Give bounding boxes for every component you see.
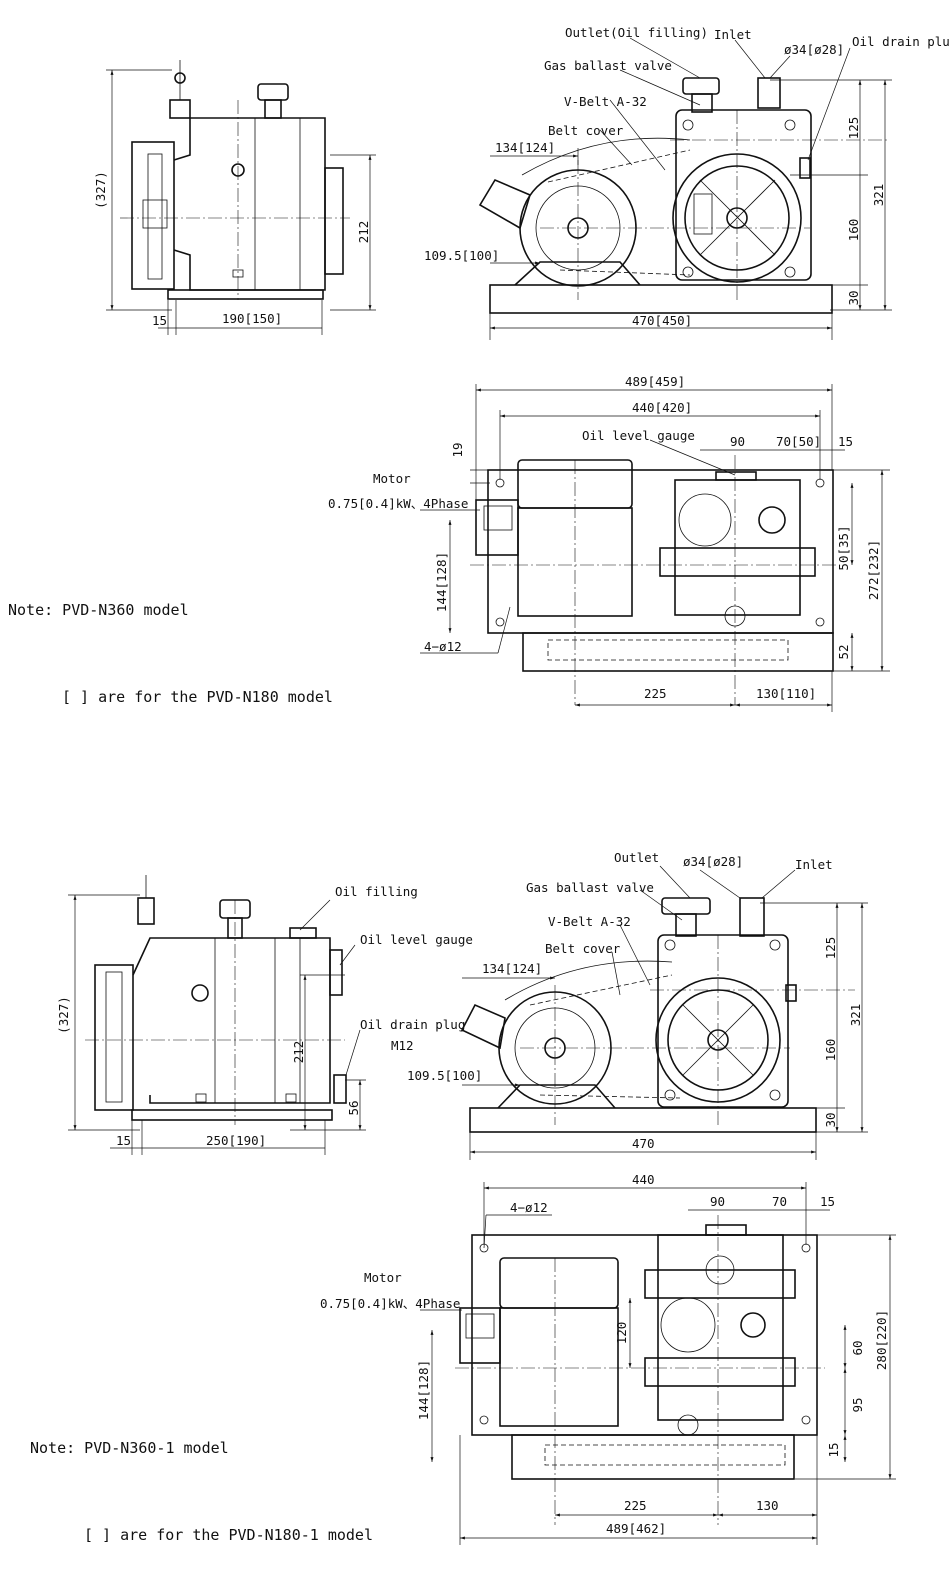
label-phi34: ø34[ø28] xyxy=(683,854,743,869)
top-front-view: Outlet(Oil filling) Inlet ø34[ø28] Oil d… xyxy=(424,25,950,340)
dim-440: 440 xyxy=(632,1172,655,1187)
dim-30: 30 xyxy=(823,1112,838,1127)
dim-440: 440[420] xyxy=(632,400,692,415)
label-oil-level-gauge: Oil level gauge xyxy=(582,428,695,443)
label-inlet: Inlet xyxy=(714,27,752,42)
dim-327: (327) xyxy=(56,996,71,1034)
dim-70: 70[50] xyxy=(776,434,821,449)
label-phi34: ø34[ø28] xyxy=(784,42,844,57)
dim-160: 160 xyxy=(846,219,861,242)
dim-125: 125 xyxy=(823,937,838,960)
label-oil-drain-plug: Oil drain plug xyxy=(852,34,950,49)
note-top-model: Note: PVD-N360 model xyxy=(8,601,189,619)
dim-15: 15 xyxy=(152,313,167,328)
label-motor: Motor xyxy=(364,1270,402,1285)
dim-144: 144[128] xyxy=(434,552,449,612)
dim-489: 489[462] xyxy=(606,1521,666,1536)
label-oil-drain-plug: Oil drain plug xyxy=(360,1017,465,1032)
dim-321: 321 xyxy=(871,184,886,207)
dim-15: 15 xyxy=(116,1133,131,1148)
label-motor: Motor xyxy=(373,471,411,486)
note-bottom-bracket: [ ] are for the PVD-N180-1 model xyxy=(84,1526,373,1544)
label-motor-spec: 0.75[0.4]kW、4Phase xyxy=(320,1296,460,1311)
dim-134: 134[124] xyxy=(482,961,542,976)
dim-15: 15 xyxy=(820,1194,835,1209)
label-belt-cover: Belt cover xyxy=(545,941,621,956)
dim-144: 144[128] xyxy=(416,1360,431,1420)
dim-50: 50[35] xyxy=(836,525,851,570)
label-gas-ballast: Gas ballast valve xyxy=(544,58,672,73)
dim-250: 250[190] xyxy=(206,1133,266,1148)
label-outlet: Outlet(Oil filling) xyxy=(565,25,708,40)
label-oil-level-gauge: Oil level gauge xyxy=(360,932,473,947)
bottom-plan-view: 440 4−ø12 90 70 15 Motor 0.75[0.4]kW、4Ph… xyxy=(320,1172,896,1545)
dim-60: 60 xyxy=(850,1340,865,1355)
label-inlet: Inlet xyxy=(795,857,833,872)
top-side-view: (327) 212 15 190[150] xyxy=(93,60,376,335)
dim-470: 470 xyxy=(632,1136,655,1151)
label-holes: 4−ø12 xyxy=(510,1200,548,1215)
dim-30: 30 xyxy=(846,290,861,305)
dim-272: 272[232] xyxy=(866,540,881,600)
dim-95: 95 xyxy=(850,1397,865,1412)
dim-327: (327) xyxy=(93,171,108,209)
dim-280: 280[220] xyxy=(874,1310,889,1370)
label-oil-filling: Oil filling xyxy=(335,884,418,899)
dim-134: 134[124] xyxy=(495,140,555,155)
label-v-belt: V-Belt A-32 xyxy=(548,914,631,929)
label-v-belt: V-Belt A-32 xyxy=(564,94,647,109)
dim-109-5: 109.5[100] xyxy=(407,1068,482,1083)
dim-470: 470[450] xyxy=(632,313,692,328)
dim-52: 52 xyxy=(836,644,851,659)
dim-212: 212 xyxy=(356,221,371,244)
dim-56: 56 xyxy=(346,1100,361,1115)
bottom-front-view: Outlet ø34[ø28] Inlet Gas ballast valve … xyxy=(407,850,868,1160)
dim-225: 225 xyxy=(624,1498,647,1513)
label-m12: M12 xyxy=(391,1038,414,1053)
dim-70: 70 xyxy=(772,1194,787,1209)
dim-15b: 15 xyxy=(826,1442,841,1457)
dim-15: 15 xyxy=(838,434,853,449)
dim-120: 120 xyxy=(614,1322,629,1345)
label-outlet: Outlet xyxy=(614,850,659,865)
note-top: Note: PVD-N360 model [ ] are for the PVD… xyxy=(8,538,333,741)
label-gas-ballast: Gas ballast valve xyxy=(526,880,654,895)
dim-90: 90 xyxy=(730,434,745,449)
dim-160: 160 xyxy=(823,1039,838,1062)
note-bottom: Note: PVD-N360-1 model [ ] are for the P… xyxy=(30,1376,373,1579)
dim-130: 130[110] xyxy=(756,686,816,701)
label-motor-spec: 0.75[0.4]kW、4Phase xyxy=(328,496,468,511)
dim-125: 125 xyxy=(846,117,861,140)
dim-489: 489[459] xyxy=(625,374,685,389)
label-belt-cover: Belt cover xyxy=(548,123,624,138)
dim-225: 225 xyxy=(644,686,667,701)
dim-190: 190[150] xyxy=(222,311,282,326)
dim-321: 321 xyxy=(848,1004,863,1027)
dim-212: 212 xyxy=(291,1041,306,1064)
dim-130: 130 xyxy=(756,1498,779,1513)
dim-19: 19 xyxy=(450,442,465,457)
note-top-bracket: [ ] are for the PVD-N180 model xyxy=(62,688,333,706)
bottom-side-view: Oil filling Oil level gauge Oil drain pl… xyxy=(56,875,473,1155)
top-plan-view: 489[459] 440[420] Oil level gauge 90 70[… xyxy=(328,374,890,712)
label-holes: 4−ø12 xyxy=(424,639,462,654)
dim-109-5: 109.5[100] xyxy=(424,248,499,263)
dim-90: 90 xyxy=(710,1194,725,1209)
note-bottom-model: Note: PVD-N360-1 model xyxy=(30,1439,229,1457)
